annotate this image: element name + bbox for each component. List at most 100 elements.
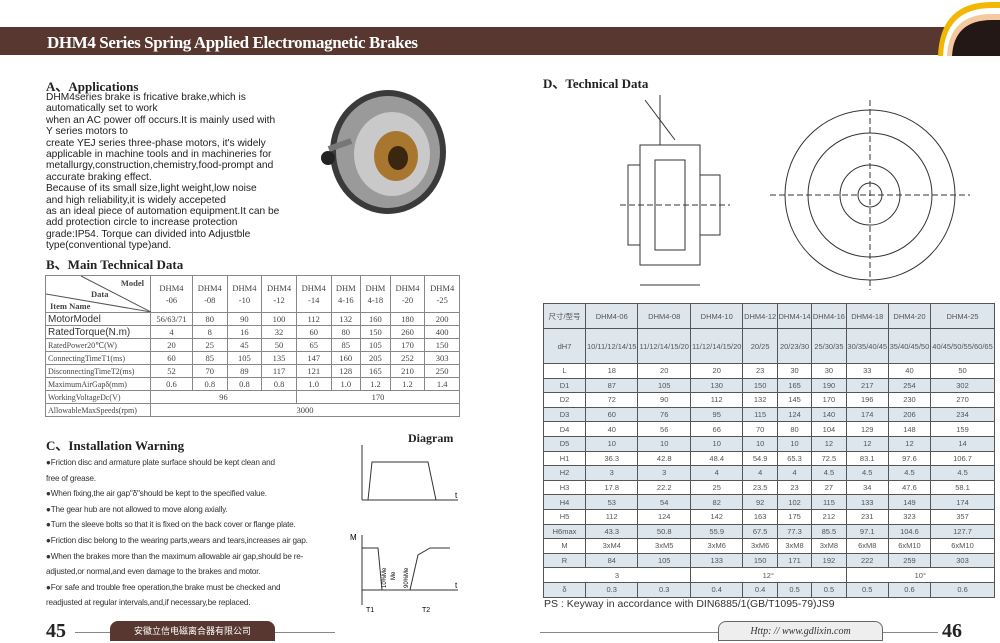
- table-cell: 12: [887, 435, 932, 452]
- table-cell: 129: [845, 421, 889, 437]
- table-cell: 133: [689, 552, 744, 569]
- row-label: ConnectingTimeT1(ms): [45, 351, 151, 365]
- row-label: D2: [543, 392, 586, 408]
- applications-line: add protection circle to increase protec…: [46, 217, 238, 229]
- company-name: 安徽立信电磁离合器有限公司: [110, 621, 275, 641]
- diagram-m-label: M: [350, 533, 357, 542]
- table-cell: 105: [360, 338, 391, 352]
- table-cell: 85: [191, 351, 228, 365]
- table-cell: 58.1: [930, 479, 995, 496]
- model-size: -06: [165, 295, 178, 305]
- row-label: AllowableMaxSpeeds(rpm): [45, 403, 151, 417]
- diagram-t-label: t: [455, 491, 458, 500]
- footer-rule: [275, 632, 335, 633]
- table-cell: 20: [150, 338, 193, 352]
- table-cell: 170: [389, 338, 426, 352]
- table-cell: 42.8: [637, 450, 691, 467]
- table-cell: 200: [424, 312, 460, 326]
- model-header: DHM4-08: [637, 303, 691, 329]
- table-cell: 83.1: [845, 450, 889, 467]
- table-cell: 0.3: [637, 581, 691, 598]
- table-cell: 102: [776, 494, 813, 510]
- table-cell: 124: [637, 508, 691, 525]
- table-cell: 40/45/50/55/60/65: [930, 328, 995, 364]
- table-cell: 3xM4: [584, 538, 639, 554]
- table-cell: 0.4: [689, 581, 744, 598]
- table-cell: 54: [637, 494, 691, 510]
- table-cell: 106.7: [930, 450, 995, 467]
- table-cell: 104: [811, 421, 847, 437]
- model-header: DHM4-14: [295, 275, 332, 313]
- diagram-title: Diagram: [408, 431, 454, 445]
- model-size: 4-16: [338, 295, 354, 305]
- table-cell: 196: [845, 392, 889, 408]
- row-label: DisconnectingTimeT2(ms): [45, 364, 151, 378]
- table-cell: 3xM6: [689, 538, 744, 554]
- table-cell: 6xM10: [887, 538, 932, 554]
- website-link[interactable]: Http: // www.gdlixin.com: [718, 621, 883, 641]
- page-number-left: 45: [46, 620, 66, 642]
- table-cell: 70: [191, 364, 228, 378]
- table-cell: 150: [424, 338, 460, 352]
- row-label: H1: [543, 450, 586, 467]
- table-cell: 0.8: [261, 377, 297, 391]
- table-cell: 323: [887, 508, 932, 525]
- row-label: MotorModel: [45, 312, 151, 326]
- diagram-t2-axis: t: [455, 581, 458, 590]
- table-cell: 47.6: [887, 479, 932, 496]
- torque-timing-diagram: t M t T1 T2 Me 10%Me 90%Me: [350, 445, 458, 614]
- table-cell: 25/30/35: [811, 328, 847, 364]
- table-cell: 160: [330, 351, 362, 365]
- table-cell: 165: [360, 364, 391, 378]
- table-cell: 82: [689, 494, 744, 510]
- alpha-cell: 3: [543, 567, 691, 583]
- table-cell: 231: [845, 508, 889, 525]
- table-cell: 80: [330, 325, 362, 339]
- row-label: D3: [543, 406, 586, 423]
- table-cell: 80: [191, 312, 228, 326]
- model-size: -20: [401, 295, 414, 305]
- brake-technical-drawing: [620, 95, 970, 290]
- warning-line: ●Friction disc belong to the wearing par…: [46, 535, 308, 545]
- table-cell: 50.8: [637, 523, 691, 540]
- table-cell: 27: [811, 479, 847, 496]
- applications-line: applicable in machine tools and in machi…: [46, 149, 272, 161]
- applications-line: DHM4series brake is fricative brake,whic…: [46, 92, 246, 103]
- speed-value: 3000: [150, 403, 460, 417]
- row-label: δ: [543, 581, 586, 598]
- table-cell: 303: [424, 351, 460, 365]
- table-cell: 67.5: [742, 523, 778, 540]
- model-size: -10: [238, 295, 251, 305]
- table-cell: 20: [637, 363, 691, 379]
- model-header: DHM4-08: [191, 275, 228, 313]
- model-series: DHM4: [267, 283, 292, 293]
- warning-line: free of grease.: [46, 473, 96, 483]
- row-label: H2: [543, 465, 586, 481]
- table-cell: 16: [226, 325, 263, 339]
- table-cell: 400: [424, 325, 460, 339]
- table-cell: 230: [887, 392, 932, 408]
- footer-rule: [540, 632, 718, 633]
- applications-line: as an ideal piece of automation equipmen…: [46, 206, 280, 218]
- table-cell: 89: [226, 364, 263, 378]
- table-cell: 11/12/14/15/20: [689, 328, 744, 364]
- table-cell: 100: [261, 312, 297, 326]
- table-cell: 95: [689, 406, 744, 423]
- footer-rule: [883, 632, 938, 633]
- table-cell: 171: [776, 552, 813, 569]
- table-cell: 133: [845, 494, 889, 510]
- row-label: H6max: [543, 523, 586, 540]
- table-cell: 1.0: [330, 377, 362, 391]
- table-cell: 150: [742, 552, 778, 569]
- table-cell: 12: [811, 435, 847, 452]
- table-cell: 60: [150, 351, 193, 365]
- row-label: D4: [543, 421, 586, 437]
- table-cell: 165: [776, 377, 813, 394]
